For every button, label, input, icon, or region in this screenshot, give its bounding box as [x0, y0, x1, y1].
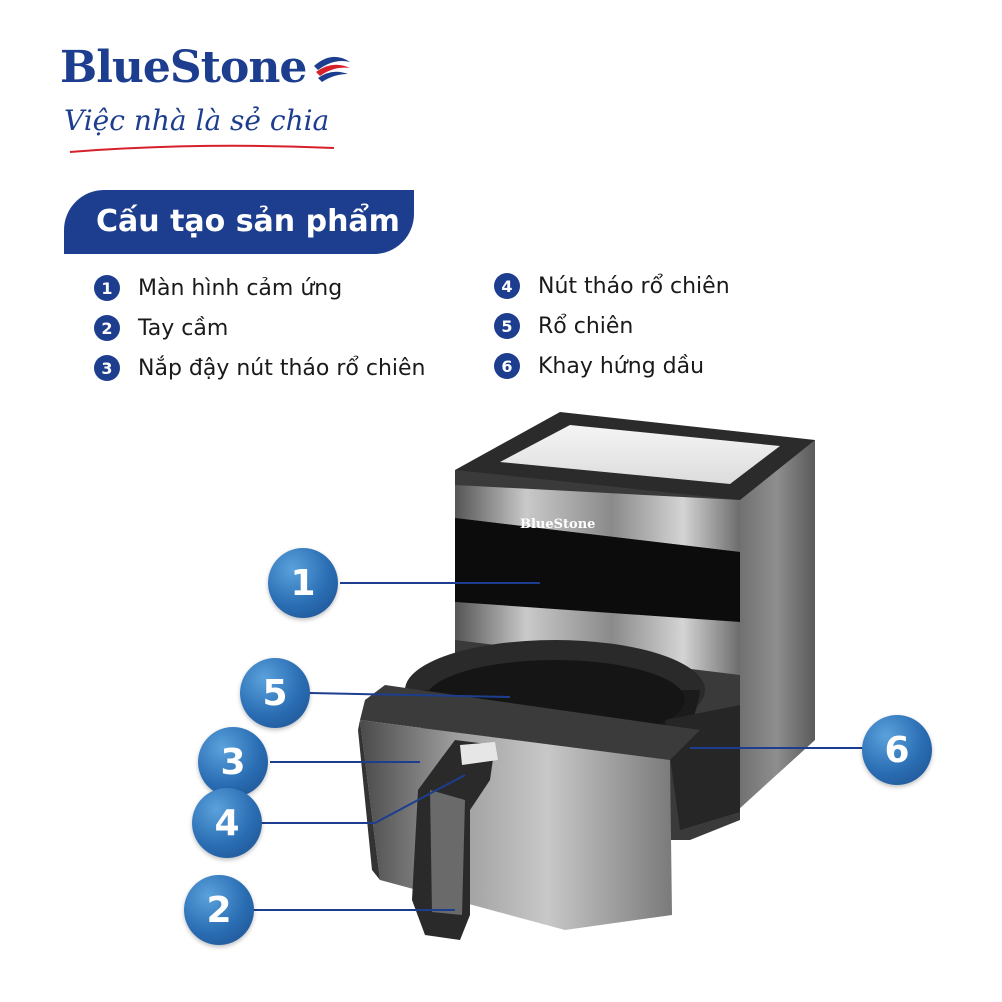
legend-label: Màn hình cảm ứng [138, 275, 343, 301]
callout-3: 3 [198, 727, 268, 797]
legend-number: 6 [494, 353, 520, 379]
callout-6: 6 [862, 715, 932, 785]
release-button [460, 742, 498, 765]
brand-swoosh-icon [314, 56, 350, 82]
legend-label: Nút tháo rổ chiên [538, 273, 730, 299]
legend-number: 4 [494, 273, 520, 299]
section-title: Cấu tạo sản phẩm [96, 204, 400, 239]
brand-tagline: Việc nhà là sẻ chia [64, 104, 330, 137]
steel-band-bottom [455, 602, 740, 675]
top-lid-panel [500, 425, 780, 484]
device-brand-label: BlueStone [520, 517, 595, 532]
display-band [455, 518, 740, 622]
brand-name: BlueStone [60, 42, 307, 93]
legend-label: Tay cầm [138, 315, 229, 341]
legend-item: 4 Nút tháo rổ chiên [494, 266, 730, 306]
legend-number: 2 [94, 315, 120, 341]
legend-item: 1 Màn hình cảm ứng [94, 268, 426, 308]
drawer-rim [360, 685, 700, 760]
callout-4: 4 [192, 788, 262, 858]
callout-5: 5 [240, 658, 310, 728]
legend-label: Rổ chiên [538, 313, 634, 339]
handle-face [430, 790, 465, 915]
legend-number: 5 [494, 313, 520, 339]
leader-lines [245, 582, 865, 911]
legend-label: Nắp đậy nút tháo rổ chiên [138, 355, 426, 381]
legend-item: 3 Nắp đậy nút tháo rổ chiên [94, 348, 426, 388]
legend-label: Khay hứng dầu [538, 353, 705, 379]
legend-column-right: 4 Nút tháo rổ chiên 5 Rổ chiên 6 Khay hứ… [494, 266, 730, 386]
callout-2: 2 [184, 875, 254, 945]
steel-band-top [455, 485, 740, 552]
callout-1: 1 [268, 548, 338, 618]
drawer-side [358, 720, 380, 880]
legend-item: 5 Rổ chiên [494, 306, 730, 346]
legend-item: 6 Khay hứng dầu [494, 346, 730, 386]
legend-number: 1 [94, 275, 120, 301]
brand-logo: BlueStone Việc nhà là sẻ chia [60, 40, 360, 160]
legend-number: 3 [94, 355, 120, 381]
legend-item: 2 Tay cầm [94, 308, 426, 348]
body-side [738, 440, 815, 810]
tagline-underline [69, 144, 335, 153]
legend-column-left: 1 Màn hình cảm ứng 2 Tay cầm 3 Nắp đậy n… [94, 268, 426, 388]
section-title-banner: Cấu tạo sản phẩm [64, 190, 414, 254]
